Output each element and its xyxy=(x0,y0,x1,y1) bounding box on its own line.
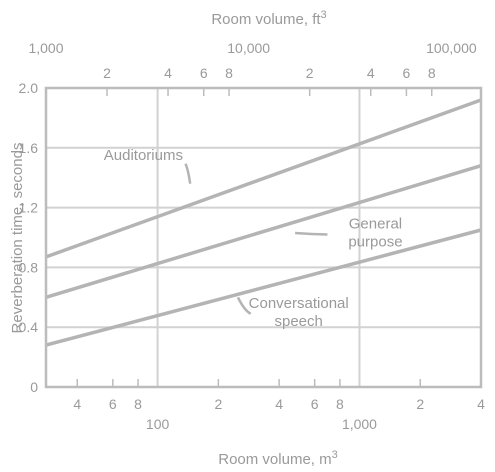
annotation-line: speech xyxy=(275,313,323,330)
annotation-label: Auditoriums xyxy=(104,147,183,164)
x-top-tick-label: 2 xyxy=(103,65,111,81)
x-top-tick-label: 100,000 xyxy=(426,40,477,56)
tick-marks xyxy=(76,88,482,387)
x-top-tick-label: 10,000 xyxy=(227,40,270,56)
annotation-line: purpose xyxy=(348,234,402,251)
x-bottom-tick-label: 6 xyxy=(109,396,117,412)
x-bottom-tick-label: 1,000 xyxy=(342,416,377,432)
x-bottom-tick-label: 4 xyxy=(73,396,81,412)
x-top-tick-label: 6 xyxy=(200,65,208,81)
x-bottom-tick-label: 2 xyxy=(416,396,424,412)
x-bottom-tick-label: 2 xyxy=(214,396,222,412)
series-line-2 xyxy=(45,164,482,299)
x-bottom-tick-label: 8 xyxy=(134,396,142,412)
x-axis-bottom-title-text: Room volume, m xyxy=(218,451,331,468)
x-top-tick-label: 4 xyxy=(164,65,172,81)
x-top-tick-label: 8 xyxy=(428,65,436,81)
x-bottom-tick-label: 8 xyxy=(336,396,344,412)
y-tick-label: 0 xyxy=(30,379,38,395)
x-top-tick-label: 8 xyxy=(225,65,233,81)
x-axis-top-title: Room volume, ft3 xyxy=(211,9,326,28)
y-tick-label: 2.0 xyxy=(19,80,39,96)
plot-border xyxy=(44,86,483,389)
series-line-3 xyxy=(45,228,482,347)
x-axis-bottom-title: Room volume, m3 xyxy=(218,449,338,468)
x-axis-top-title-text: Room volume, ft xyxy=(211,11,321,28)
annotation-line: General xyxy=(349,216,402,233)
annotation-leader xyxy=(184,163,192,184)
x-bottom-tick-label: 6 xyxy=(311,396,319,412)
annotation-leader xyxy=(295,231,328,236)
x-axis-top-title-sup: 3 xyxy=(321,9,327,21)
x-top-tick-label: 2 xyxy=(306,65,314,81)
y-axis-title: Reverberation time, seconds xyxy=(9,143,26,334)
x-axis-bottom-title-sup: 3 xyxy=(332,449,338,461)
x-bottom-tick-label: 100 xyxy=(146,416,170,432)
x-top-tick-label: 4 xyxy=(367,65,375,81)
x-top-tick-label: 6 xyxy=(403,65,411,81)
y-tick-label: 0.8 xyxy=(19,259,39,275)
x-bottom-tick-label: 4 xyxy=(275,396,283,412)
plot-frame xyxy=(44,86,483,389)
y-tick-label: 0.4 xyxy=(19,319,39,335)
annotation-line: Conversational xyxy=(249,295,349,312)
series-line-1 xyxy=(45,98,482,259)
x-top-tick-label: 1,000 xyxy=(28,40,63,56)
series-lines xyxy=(45,98,482,347)
x-bottom-tick-label: 4 xyxy=(477,396,485,412)
annotation-line: Auditoriums xyxy=(104,147,183,164)
y-tick-label: 1.6 xyxy=(19,140,39,156)
annotation-leader xyxy=(236,296,252,315)
y-tick-label: 1.2 xyxy=(19,200,39,216)
